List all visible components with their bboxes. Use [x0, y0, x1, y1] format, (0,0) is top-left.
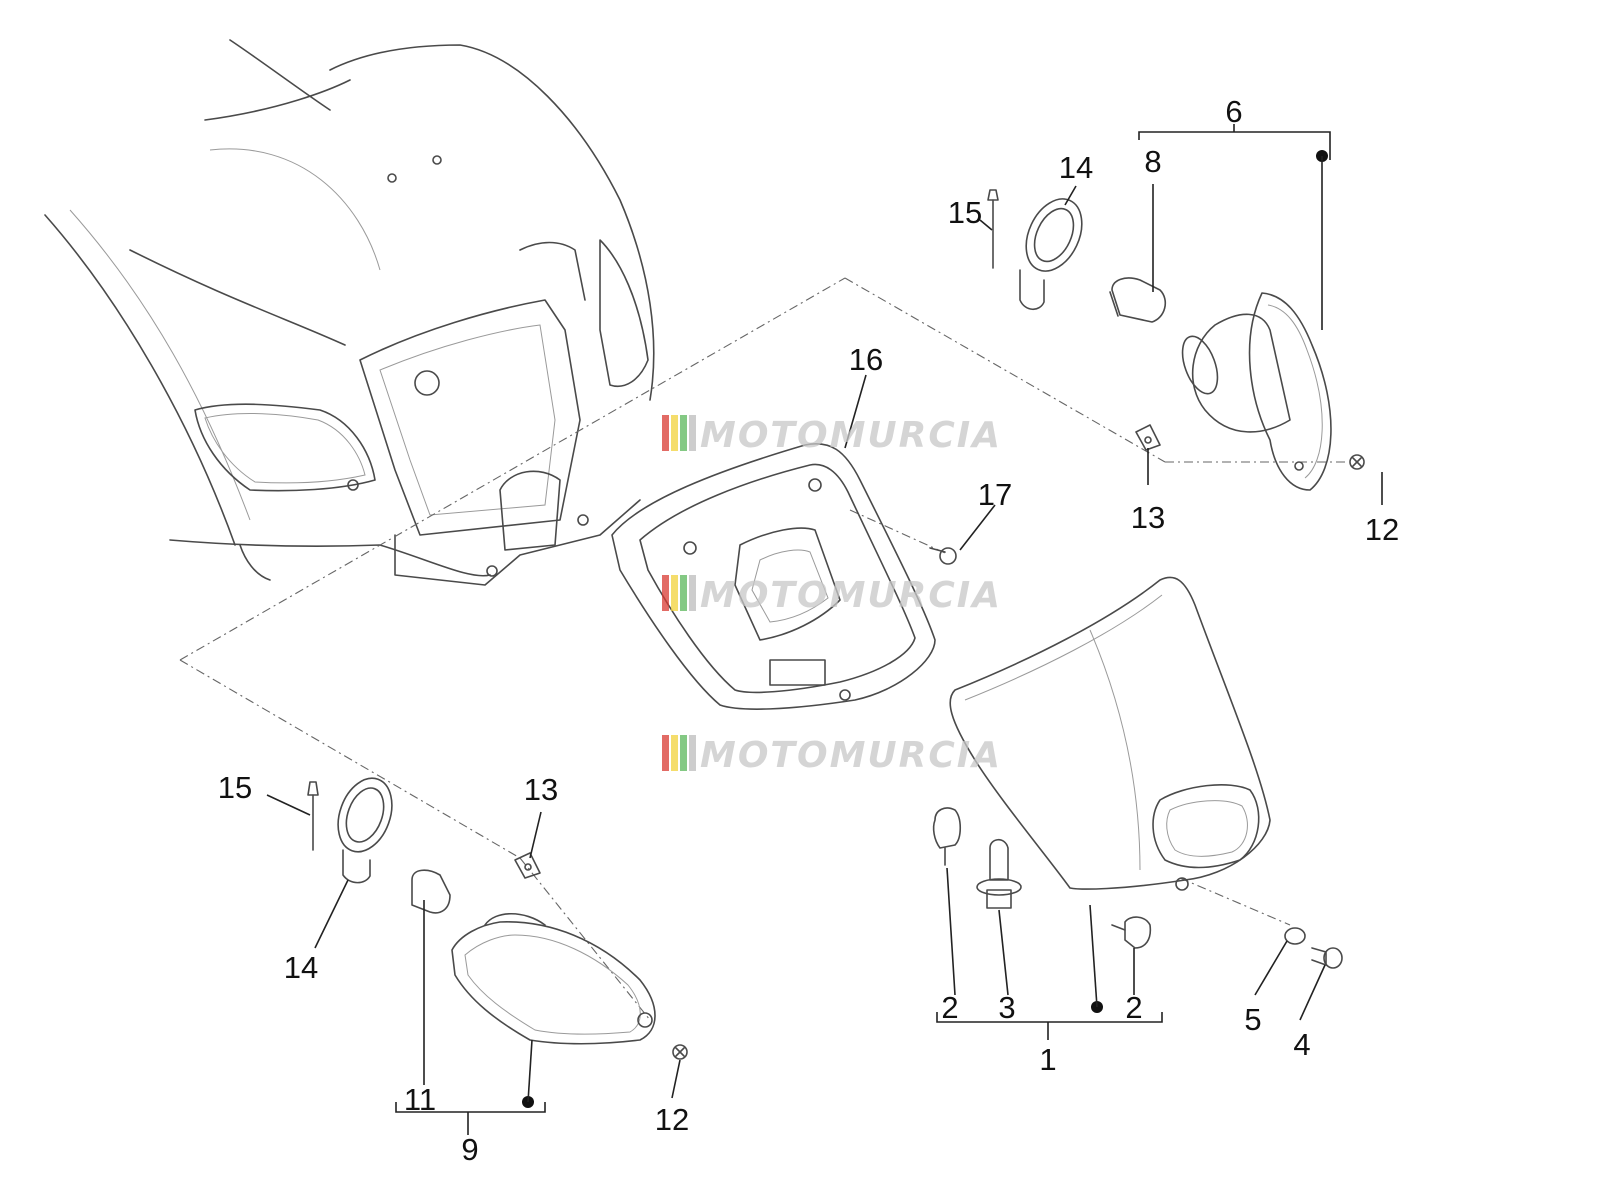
stripe-green — [680, 575, 687, 611]
callout-numbers: 6 8 14 15 16 17 13 12 2 3 2 1 5 4 15 13 … — [218, 94, 1399, 1167]
left-turn-signal — [451, 913, 656, 1045]
watermark-text: MOTOMURCIA — [700, 415, 1002, 456]
watermark-text: MOTOMURCIA — [700, 575, 1002, 616]
location-lines — [179, 277, 1345, 1021]
screw-17 — [929, 547, 957, 565]
rear-body-shell — [44, 39, 655, 586]
stripe-grey — [689, 415, 696, 451]
stripe-red — [662, 575, 669, 611]
lamp-socket-14-right — [1019, 198, 1083, 311]
screw-12-right — [1349, 454, 1365, 470]
callout-13-left: 13 — [524, 772, 558, 807]
callout-12-left: 12 — [655, 1102, 689, 1137]
callout-6: 6 — [1225, 94, 1242, 129]
stripe-green — [680, 415, 687, 451]
bulb-2-right — [1111, 916, 1152, 949]
rivet-15-left — [307, 781, 319, 851]
stripe-red — [662, 735, 669, 771]
watermark-3: MOTOMURCIA — [662, 735, 1002, 776]
screw-4 — [1311, 947, 1343, 969]
watermark-2: MOTOMURCIA — [662, 575, 1002, 616]
callout-14-right: 14 — [1059, 150, 1093, 185]
bulb-2-left — [932, 807, 962, 866]
callout-11: 11 — [404, 1082, 436, 1117]
stripe-yellow — [671, 735, 678, 771]
callout-3: 3 — [998, 990, 1015, 1025]
callout-8: 8 — [1144, 144, 1161, 179]
leader-lines — [266, 124, 1383, 1135]
right-turn-signal — [1181, 292, 1332, 491]
watermark-text: MOTOMURCIA — [700, 735, 1002, 776]
stripe-green — [680, 735, 687, 771]
stripe-grey — [689, 575, 696, 611]
bulb-3-h4 — [976, 838, 1022, 909]
callout-17: 17 — [978, 477, 1012, 512]
callout-9: 9 — [461, 1132, 478, 1167]
callout-4: 4 — [1293, 1027, 1310, 1062]
callout-15-left: 15 — [218, 770, 252, 805]
headlight-assembly — [949, 576, 1271, 891]
callout-12-right: 12 — [1365, 512, 1399, 547]
stripe-red — [662, 415, 669, 451]
callout-14-left: 14 — [284, 950, 318, 985]
callout-2-right: 2 — [1125, 990, 1142, 1025]
stripe-grey — [689, 735, 696, 771]
callout-1: 1 — [1039, 1042, 1056, 1077]
stripe-yellow — [671, 575, 678, 611]
rear-light-housing — [611, 443, 936, 710]
callout-15-right: 15 — [948, 195, 982, 230]
callout-16: 16 — [849, 342, 883, 377]
bulb-8 — [1109, 277, 1167, 323]
lamp-socket-14-left — [337, 777, 393, 884]
callout-2-left: 2 — [941, 990, 958, 1025]
stripe-yellow — [671, 415, 678, 451]
callout-5: 5 — [1244, 1002, 1261, 1037]
bulb-11 — [411, 869, 451, 914]
callout-13-right: 13 — [1131, 500, 1165, 535]
clip-13-right — [1135, 424, 1161, 451]
watermark-1: MOTOMURCIA — [662, 415, 1002, 456]
clip-13-left — [514, 852, 541, 879]
rivet-15-right — [987, 189, 999, 269]
screw-12-left — [672, 1044, 688, 1060]
washer-5 — [1284, 927, 1306, 945]
